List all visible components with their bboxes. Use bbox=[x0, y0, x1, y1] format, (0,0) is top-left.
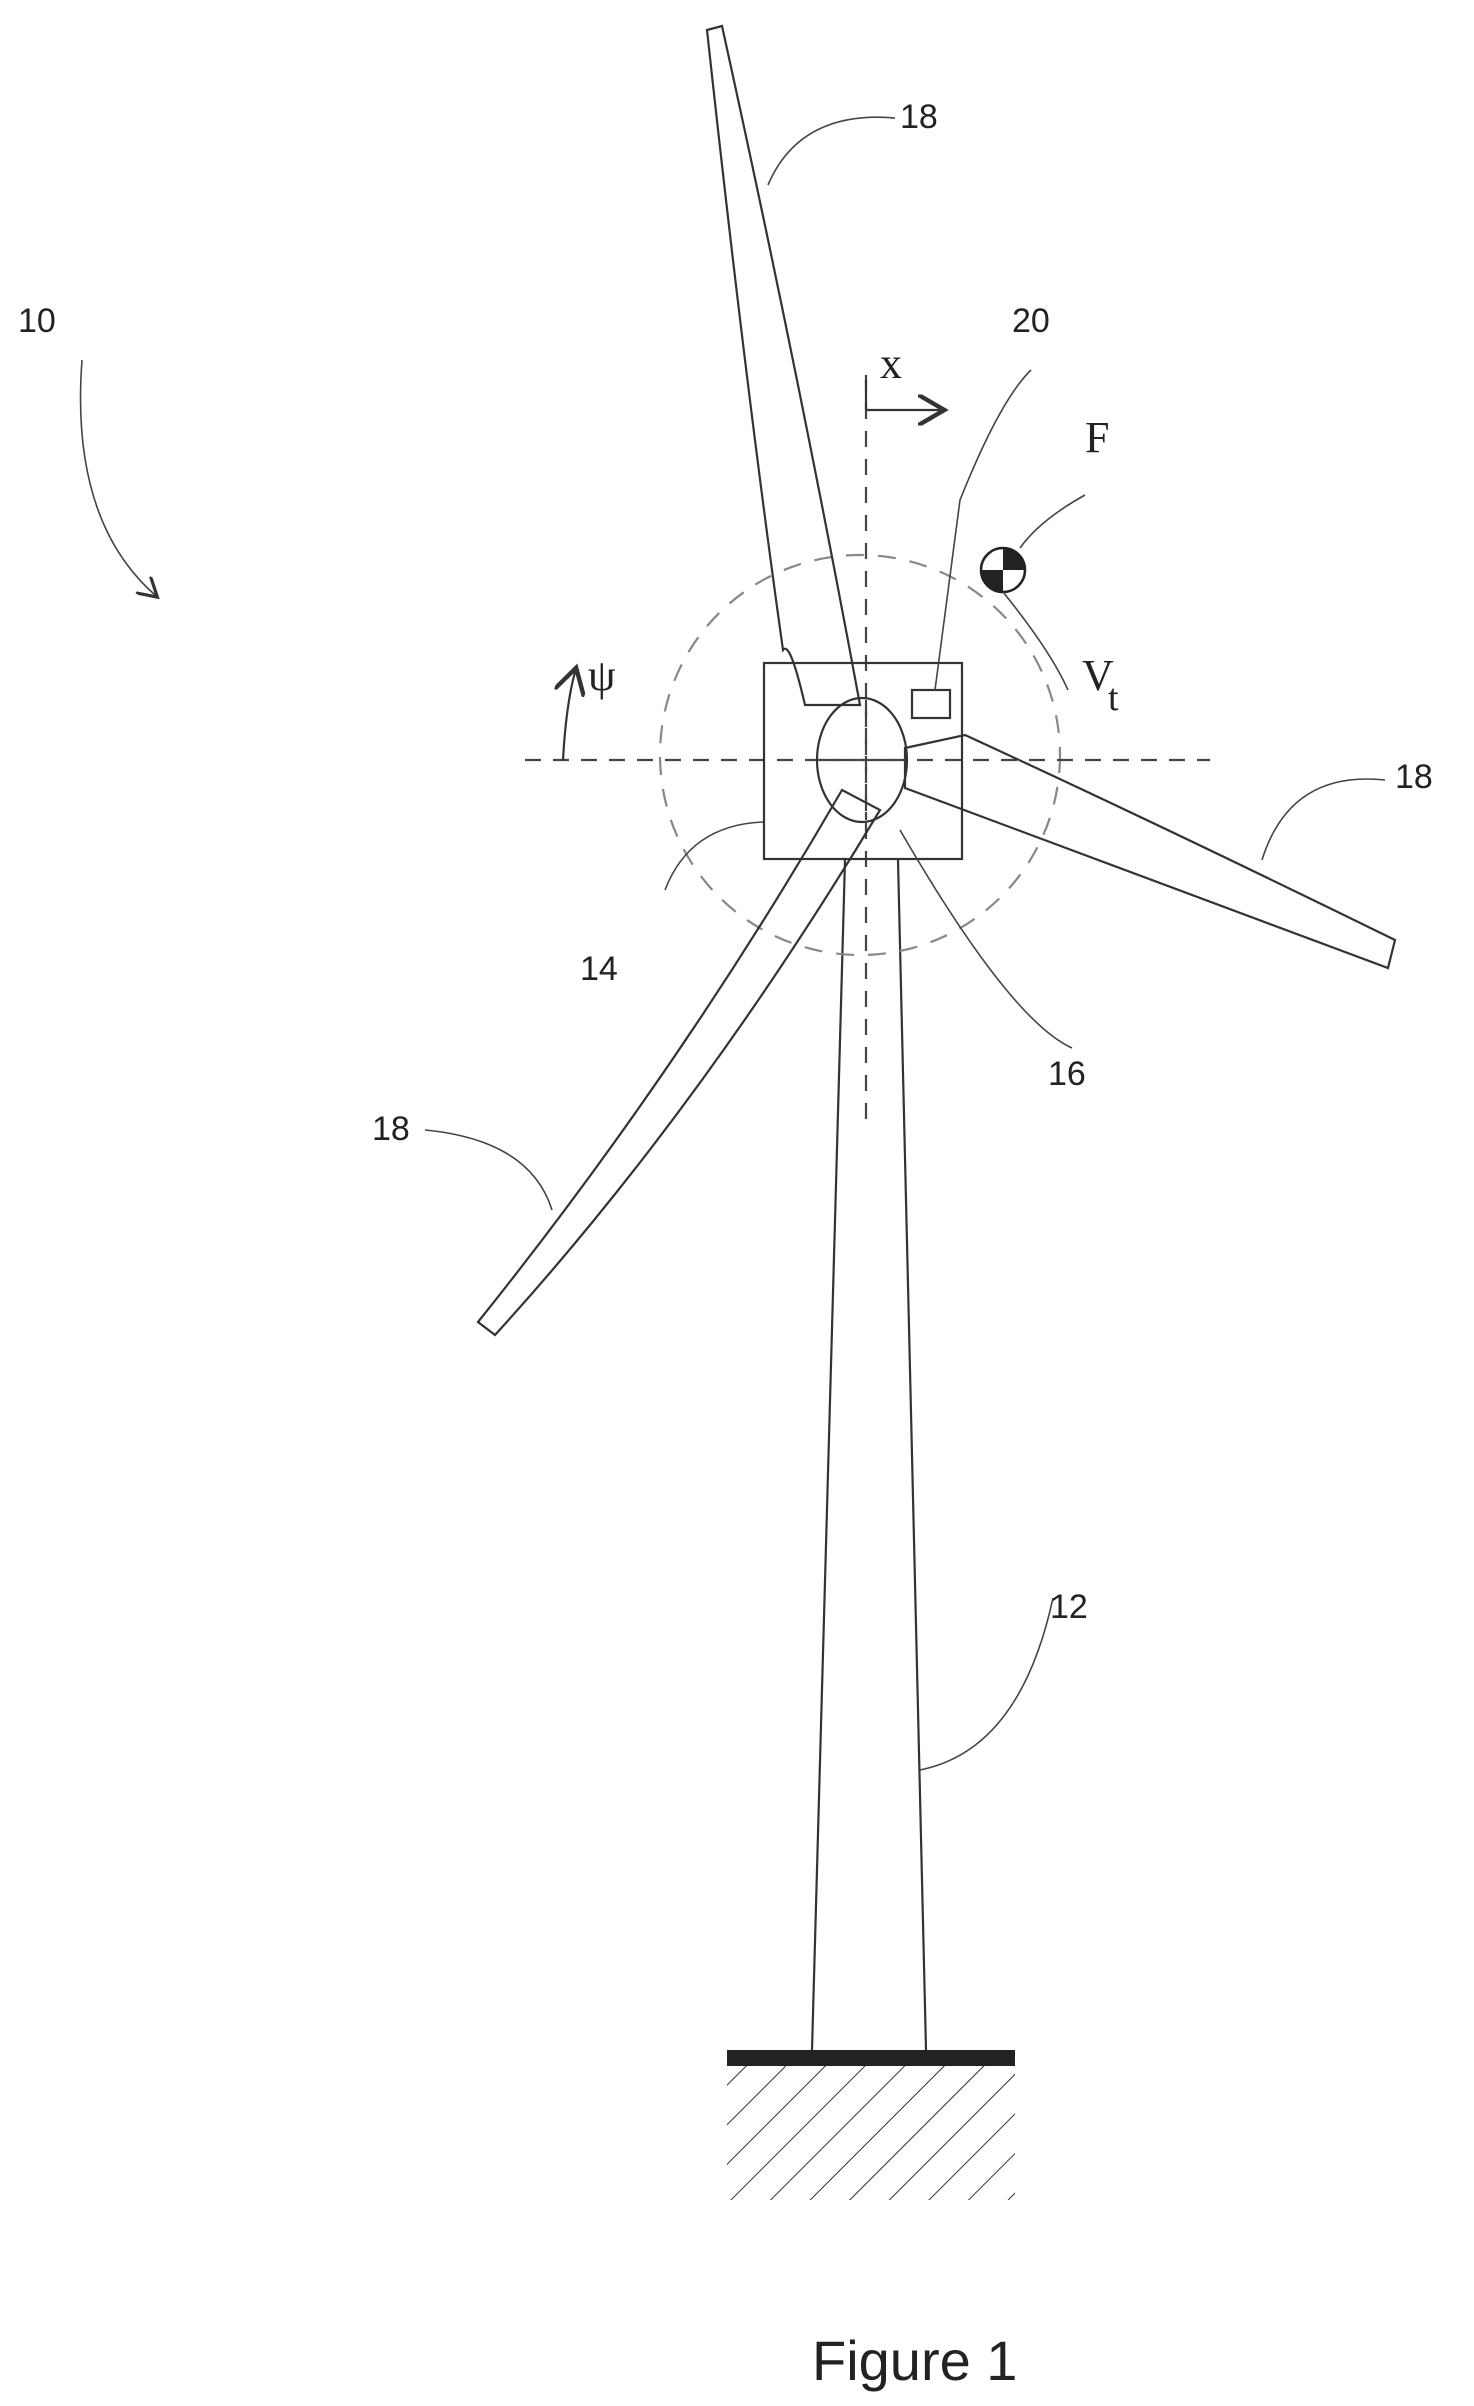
ground-base bbox=[727, 2050, 1015, 2200]
x-axis-indicator bbox=[866, 380, 940, 410]
symbol-velocity-subscript: t bbox=[1108, 677, 1119, 719]
label-tower: 12 bbox=[1050, 1588, 1088, 1626]
rotor-circle bbox=[660, 555, 1060, 955]
label-sensor: 20 bbox=[1012, 302, 1050, 340]
figure-caption: Figure 1 bbox=[812, 2329, 1017, 2392]
blade-left bbox=[478, 790, 880, 1335]
leader-lines bbox=[81, 117, 1385, 1770]
label-turbine: 10 bbox=[18, 302, 56, 340]
force-centre-of-mass-icon bbox=[981, 548, 1025, 592]
label-blade-left: 18 bbox=[372, 1110, 410, 1148]
blade-right bbox=[905, 735, 1395, 968]
label-hub: 16 bbox=[1048, 1055, 1086, 1093]
label-nacelle: 14 bbox=[580, 950, 618, 988]
label-blade-top: 18 bbox=[900, 98, 938, 136]
tower bbox=[812, 860, 926, 2050]
symbol-psi: ψ bbox=[588, 651, 616, 700]
psi-indicator bbox=[563, 672, 575, 760]
symbol-x: x bbox=[880, 339, 902, 388]
label-blade-right: 18 bbox=[1395, 758, 1433, 796]
sensor-box bbox=[912, 690, 950, 718]
symbol-force: F bbox=[1085, 413, 1109, 462]
